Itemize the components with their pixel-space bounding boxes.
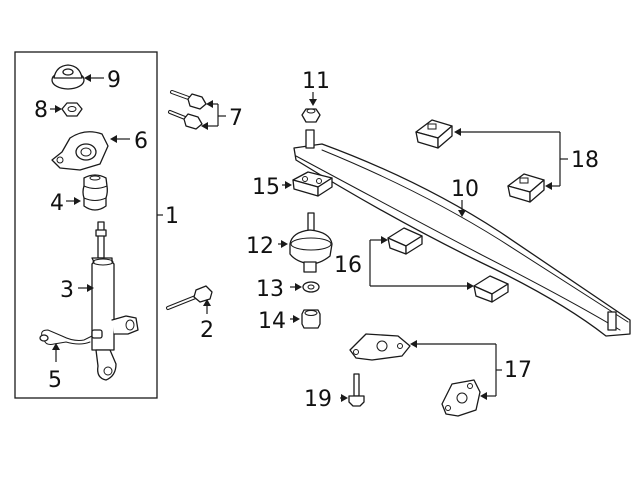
washer [302, 281, 320, 293]
upper-mount-cap [51, 64, 85, 90]
callout-7: 7 [229, 106, 243, 131]
insulator-nut [301, 309, 321, 329]
callout-14: 14 [258, 309, 286, 334]
shock-absorber [91, 221, 139, 381]
spring-clip-upper [387, 227, 423, 255]
callout-13: 13 [256, 277, 284, 302]
sensor-wire-harness [39, 329, 103, 345]
bump-stop [82, 174, 108, 211]
callout-10: 10 [451, 177, 479, 202]
callout-9: 9 [107, 68, 121, 93]
callout-18: 18 [571, 148, 599, 173]
callout-5: 5 [48, 368, 62, 393]
callout-19: 19 [304, 387, 332, 412]
shackle-bracket-upper [349, 333, 411, 361]
spring-nut [301, 108, 321, 123]
spring-clip-lower [473, 275, 509, 303]
callout-12: 12 [246, 234, 274, 259]
callout-1: 1 [165, 204, 179, 229]
shock-absorber-group-box [14, 51, 158, 399]
spring-bracket-upper [415, 119, 453, 149]
callout-3: 3 [60, 278, 74, 303]
callout-4: 4 [50, 191, 64, 216]
shackle-bracket-lower [441, 379, 481, 417]
callout-6: 6 [134, 129, 148, 154]
spring-bracket-lower [507, 173, 545, 203]
lower-shock-bolt [166, 285, 213, 310]
upper-mount-bolt-a [170, 90, 207, 110]
spring-spacer [292, 171, 333, 197]
callout-2: 2 [200, 318, 214, 343]
callout-17: 17 [504, 358, 532, 383]
spring-insulator [289, 212, 333, 273]
mount-bracket [51, 131, 109, 171]
upper-mount-bolt-b [168, 110, 203, 130]
callout-15: 15 [252, 175, 280, 200]
callout-8: 8 [34, 98, 48, 123]
bracket-bolt [348, 373, 365, 407]
leaf-spring [293, 129, 631, 337]
shock-nut [61, 102, 83, 117]
callout-16: 16 [334, 253, 362, 278]
callout-11: 11 [302, 69, 330, 94]
